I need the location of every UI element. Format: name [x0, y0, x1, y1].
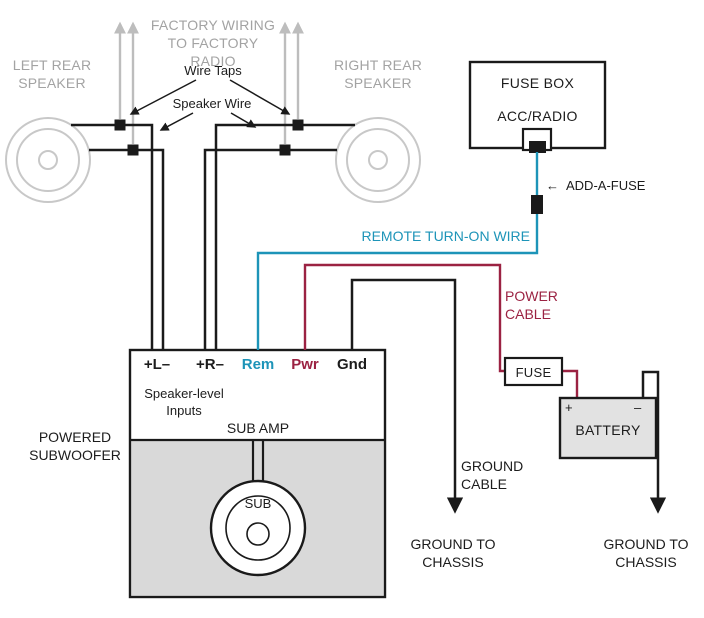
speaker-wire-pointer-arrow	[159, 112, 194, 131]
acc-radio-label: ACC/RADIO	[497, 108, 578, 124]
wire-tap-icon	[127, 144, 139, 156]
sub-speaker-icon	[209, 479, 307, 577]
terminal-right-input: +R–	[196, 356, 224, 373]
wire-tap-icon	[292, 119, 304, 131]
power-cable-wire-to-battery	[562, 369, 579, 398]
wire-taps-pointer-arrow	[129, 79, 197, 115]
battery-plus-terminal: +	[565, 400, 573, 415]
left-arrow-icon: ←	[546, 178, 559, 193]
terminal-power: Pwr	[291, 356, 319, 373]
right-rear-speaker-icon	[335, 117, 421, 203]
ground-cable-wire	[350, 278, 464, 514]
add-a-fuse-text: ADD-A-FUSE	[566, 178, 646, 193]
wire-tap-icon	[279, 144, 291, 156]
battery-icon	[558, 396, 658, 460]
terminal-ground: Gnd	[337, 356, 367, 373]
power-cable-wire	[303, 263, 505, 373]
acc-fuse-tap	[529, 141, 546, 153]
ground-cable-label: GROUND CABLE	[461, 458, 524, 492]
fuse-box-icon	[468, 60, 607, 153]
right-speaker-wire	[214, 123, 355, 350]
battery-label: BATTERY	[575, 422, 641, 438]
right-rear-speaker-label: RIGHT REAR SPEAKER	[333, 57, 423, 91]
sub-amp-label: SUB AMP	[226, 420, 290, 436]
inline-fuse-icon	[503, 356, 564, 387]
left-rear-speaker-label: LEFT REAR SPEAKER	[12, 57, 92, 91]
wire-taps-label: Wire Taps	[184, 63, 242, 78]
speaker-wire-label: Speaker Wire	[172, 96, 252, 111]
ground-to-chassis-label-left: GROUND TO CHASSIS	[410, 536, 496, 570]
factory-wiring-label: FACTORY WIRING TO FACTORY RADIO	[150, 17, 276, 69]
sub-label: SUB	[244, 496, 272, 511]
speaker-level-inputs-label: Speaker-level Inputs	[144, 386, 224, 418]
left-speaker-wire	[71, 123, 154, 350]
wire-tap-icons	[114, 119, 304, 156]
powered-subwoofer-box	[128, 348, 387, 599]
speaker-wire-pointer-arrow	[230, 112, 257, 128]
battery-ground-wire	[641, 370, 667, 514]
terminal-remote: Rem	[241, 356, 275, 373]
add-a-fuse-label: ← ADD-A-FUSE	[546, 177, 645, 194]
speaker-level-wires	[71, 123, 355, 350]
ground-to-chassis-label-right: GROUND TO CHASSIS	[603, 536, 689, 570]
powered-subwoofer-label: POWERED SUBWOOFER	[29, 429, 121, 463]
add-a-fuse-icon	[531, 195, 543, 214]
remote-turn-on-label: REMOTE TURN-ON WIRE	[361, 228, 530, 244]
power-cable-label: POWER CABLE	[505, 288, 558, 322]
left-rear-speaker-icon	[5, 117, 91, 203]
right-speaker-wire	[203, 148, 337, 350]
wire-taps-pointer-arrow	[229, 79, 291, 115]
battery-minus-terminal: –	[634, 400, 642, 415]
terminal-left-input: +L–	[143, 356, 171, 373]
left-speaker-wire	[89, 148, 165, 350]
fuse-label: FUSE	[515, 365, 552, 380]
fuse-box-label: FUSE BOX	[500, 75, 575, 91]
wire-tap-icon	[114, 119, 126, 131]
callout-arrows	[129, 79, 291, 131]
